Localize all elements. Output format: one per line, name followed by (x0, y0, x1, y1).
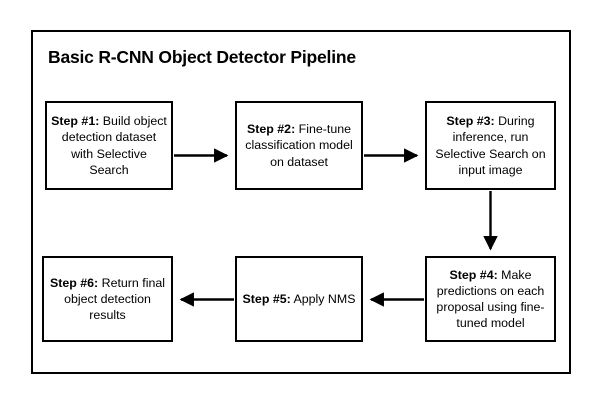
step-6-body: Return final object detection results (64, 275, 165, 323)
step-6-text: Step #6: Return final object detection r… (48, 275, 167, 324)
step-box-6[interactable]: Step #6: Return final object detection r… (42, 256, 173, 342)
step-5-label: Step #5: (242, 291, 291, 306)
step-5-body: Apply NMS (290, 291, 356, 306)
step-4-body: Make predictions on each proposal using … (436, 267, 545, 331)
step-3-label: Step #3: (446, 114, 495, 128)
step-box-4[interactable]: Step #4: Make predictions on each propos… (425, 256, 556, 342)
step-5-text: Step #5: Apply NMS (243, 291, 356, 307)
step-box-3[interactable]: Step #3: During inference, run Selective… (425, 101, 556, 190)
step-2-label: Step #2: (247, 122, 296, 137)
step-2-text: Step #2: Fine-tune classification model … (241, 121, 357, 170)
step-6-label: Step #6: (49, 275, 99, 290)
step-1-text: Step #1: Build object detection dataset … (51, 113, 167, 178)
step-1-body: Build object detection dataset with Sele… (61, 114, 167, 177)
step-box-1[interactable]: Step #1: Build object detection dataset … (45, 101, 173, 190)
step-1-label: Step #1: (51, 114, 100, 128)
page-title: Basic R-CNN Object Detector Pipeline (48, 47, 356, 67)
step-3-body: During inference, run Selective Search o… (435, 114, 546, 177)
step-box-2[interactable]: Step #2: Fine-tune classification model … (235, 101, 363, 190)
step-4-label: Step #4: (449, 267, 498, 282)
step-3-text: Step #3: During inference, run Selective… (431, 113, 550, 178)
step-2-body: Fine-tune classification model on datase… (245, 122, 353, 169)
step-4-text: Step #4: Make predictions on each propos… (431, 267, 550, 332)
step-box-5[interactable]: Step #5: Apply NMS (235, 256, 363, 342)
